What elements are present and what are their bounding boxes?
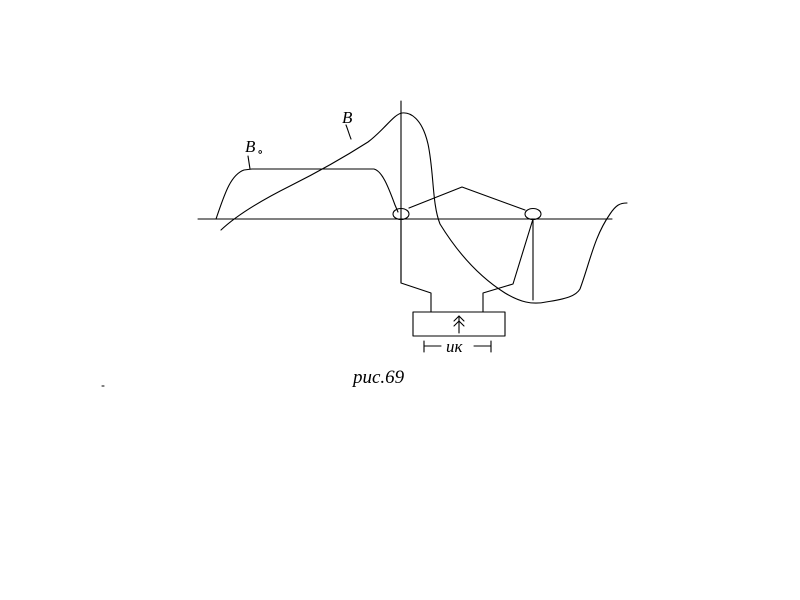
- right-electrode: [524, 207, 542, 221]
- curve-b0: [215, 168, 399, 220]
- curve-b-leader: [345, 124, 352, 140]
- up-arrow-icon: [453, 315, 465, 334]
- electrode-roof-wire: [408, 186, 526, 211]
- source-label: ик: [446, 337, 464, 356]
- source-dimension-marker: [423, 340, 492, 353]
- curve-b-label: B: [342, 108, 353, 127]
- curve-b0-leader: [247, 155, 251, 170]
- source-box: [412, 311, 506, 337]
- source-wire-left: [400, 218, 432, 313]
- curve-b: [220, 112, 628, 304]
- curve-b0-label: B: [245, 137, 256, 156]
- figure-caption: рис.69: [351, 367, 405, 388]
- source-wire-right: [482, 218, 534, 313]
- curve-b0-subscript: ∘: [257, 144, 263, 159]
